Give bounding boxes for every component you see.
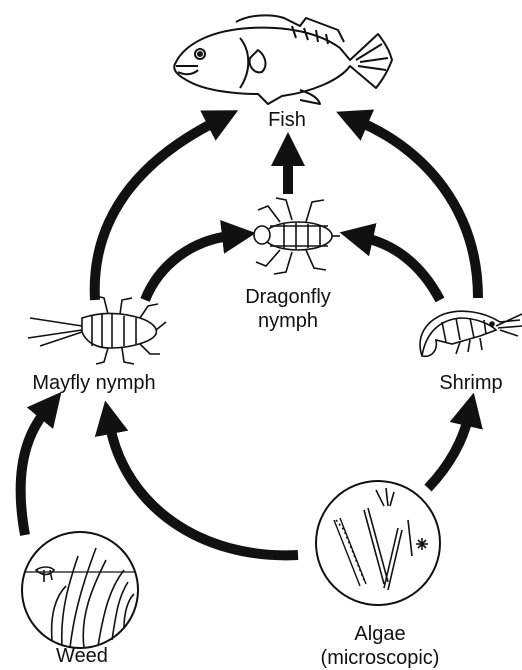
arrow-algae-to-mayfly [110,426,298,555]
shrimp-icon [420,311,522,356]
label-fish: Fish [258,108,316,132]
label-algae-line2: (microscopic) [306,646,454,670]
arrow-mayfly-to-dragonfly [145,236,230,300]
label-shrimp: Shrimp [426,371,516,395]
label-dragonfly-line1: Dragonfly [232,285,344,309]
arrow-algae-to-shrimp [428,418,468,488]
dragonfly-nymph-icon [254,198,340,274]
fish-icon [174,15,392,104]
label-weed: Weed [50,644,114,668]
arrow-weed-to-mayfly [21,412,45,535]
label-algae-line1: Algae [320,622,440,646]
arrow-shrimp-to-dragonfly [365,238,440,300]
mayfly-nymph-icon [28,296,166,364]
label-dragonfly-line2: nymph [232,309,344,333]
algae-icon [316,481,440,605]
weed-icon [22,532,138,648]
label-mayfly: Mayfly nymph [14,371,174,395]
